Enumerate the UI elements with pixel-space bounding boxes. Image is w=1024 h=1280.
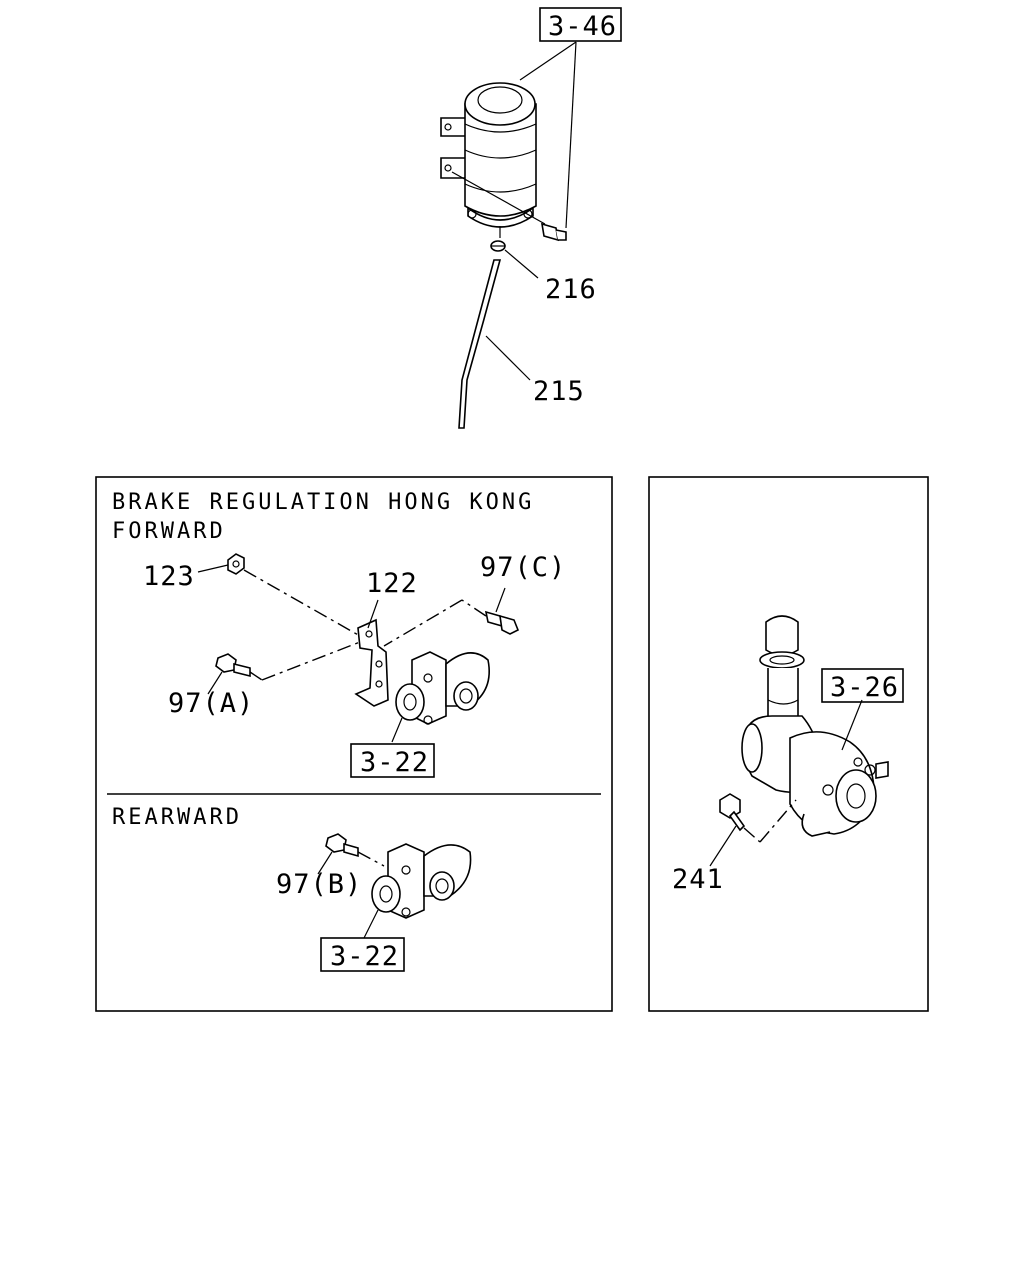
callout-3-46: 3-46	[548, 11, 617, 42]
callout-3-22-rearward: 3-22	[330, 941, 399, 972]
valve-unit-assembly	[709, 615, 889, 867]
section-title-rearward: REARWARD	[112, 805, 242, 830]
callout-3-26: 3-26	[830, 672, 899, 703]
callout-box-3-26	[821, 668, 904, 703]
callout-241: 241	[672, 864, 724, 895]
vacuum-tank-assembly	[440, 41, 577, 429]
panel-title-line2: FORWARD	[112, 519, 226, 544]
panel-title-line1: BRAKE REGULATION HONG KONG	[112, 490, 534, 515]
callout-box-3-22-rearward	[320, 937, 405, 972]
callout-216: 216	[545, 274, 597, 305]
left-panel-frame	[95, 476, 613, 1012]
forward-valve-assembly	[197, 553, 520, 743]
rearward-valve-assembly	[317, 833, 472, 939]
right-panel-frame	[648, 476, 929, 1012]
callout-box-3-22-forward	[350, 743, 435, 778]
callout-123: 123	[143, 561, 195, 592]
callout-3-22-forward: 3-22	[360, 747, 429, 778]
callout-97b: 97(B)	[276, 869, 362, 900]
callout-box-3-46	[539, 7, 622, 42]
callout-122: 122	[366, 568, 418, 599]
callout-215: 215	[533, 376, 585, 407]
callout-97a: 97(A)	[168, 688, 254, 719]
callout-97c: 97(C)	[480, 552, 566, 583]
